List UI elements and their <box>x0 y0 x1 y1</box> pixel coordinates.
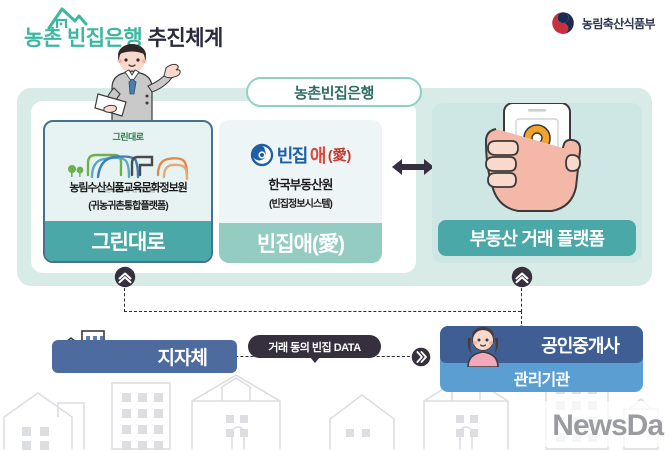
card-green-daero[interactable]: 그린대로 대한민국 1등급 귀농·귀촌 통합 플랫폼 농림수산식품교육문화정보원 <box>43 120 213 263</box>
page-title: 농촌 빈집은행 추진체계 <box>24 7 224 52</box>
dashed-line-right-down <box>521 311 522 329</box>
local-government-bar[interactable]: 지자체 <box>52 340 237 373</box>
binjibae-swirl-icon <box>250 143 273 167</box>
green-daero-tagline: 대한민국 1등급 귀농·귀촌 통합 플랫폼 <box>100 189 156 193</box>
ministry-name: 농림축산식품부 <box>581 16 656 31</box>
card-binjibae-footer: 빈집애(愛) <box>219 223 382 263</box>
card-green-daero-footer: 그린대로 <box>45 221 211 261</box>
binjibae-logo-blue: 빈집 <box>276 146 309 166</box>
house-roof-icon <box>47 7 88 30</box>
card-real-estate-platform[interactable]: 검색 부동산 거래 플랫폼 <box>432 103 642 263</box>
double-headed-arrow-icon <box>392 159 434 175</box>
person-avatar-icon <box>467 327 499 367</box>
card-platform-footer: 부동산 거래 플랫폼 <box>438 220 636 256</box>
green-daero-logo: 그린대로 대한민국 1등급 귀농·귀촌 통합 플랫폼 <box>45 130 211 194</box>
title-highlight: 농촌 빈집은행 <box>24 27 143 50</box>
connector-chevron-left <box>114 266 136 288</box>
watermark-backdrop <box>527 401 667 447</box>
dashed-line-right-vertical <box>521 288 522 312</box>
card-binjibae-org: 한국부동산원 <box>268 178 333 192</box>
green-daero-logo-label: 그린대로 <box>112 132 144 142</box>
page-header: 농촌 빈집은행 추진체계 농림축산식품부 <box>0 0 669 52</box>
dashed-line-left-vertical <box>124 288 125 312</box>
ministry-logo-group: 농림축산식품부 <box>551 11 656 35</box>
data-flow-arrow-icon <box>411 347 431 367</box>
binjibae-logo-ae: (愛) <box>327 147 352 163</box>
card-green-daero-sub: (귀농귀촌통합플랫폼) <box>88 200 168 212</box>
card-binjibae-sub: (빈집정보시스템) <box>269 198 333 210</box>
watermark-text: NewsDa <box>552 409 664 442</box>
card-green-daero-org: 농림수산식품교육문화정보원 <box>69 182 187 194</box>
title-rest: 추진체계 <box>142 27 224 50</box>
binjibae-logo-red: 애 <box>309 146 327 166</box>
data-transfer-label: 거래 동의 빈집 DATA <box>248 335 381 363</box>
hand-holding-smartphone-icon: 검색 <box>484 103 582 212</box>
dashed-line-horizontal <box>124 311 521 312</box>
presenter-businessman-illustration <box>94 44 181 123</box>
system-badge: 농촌빈집은행 <box>246 77 422 107</box>
connector-chevron-right <box>511 266 533 288</box>
realtor-sub-label: 관리기관 <box>513 371 570 389</box>
taegeuk-government-logo <box>552 12 574 34</box>
green-daero-ribbon-icon <box>68 153 189 181</box>
